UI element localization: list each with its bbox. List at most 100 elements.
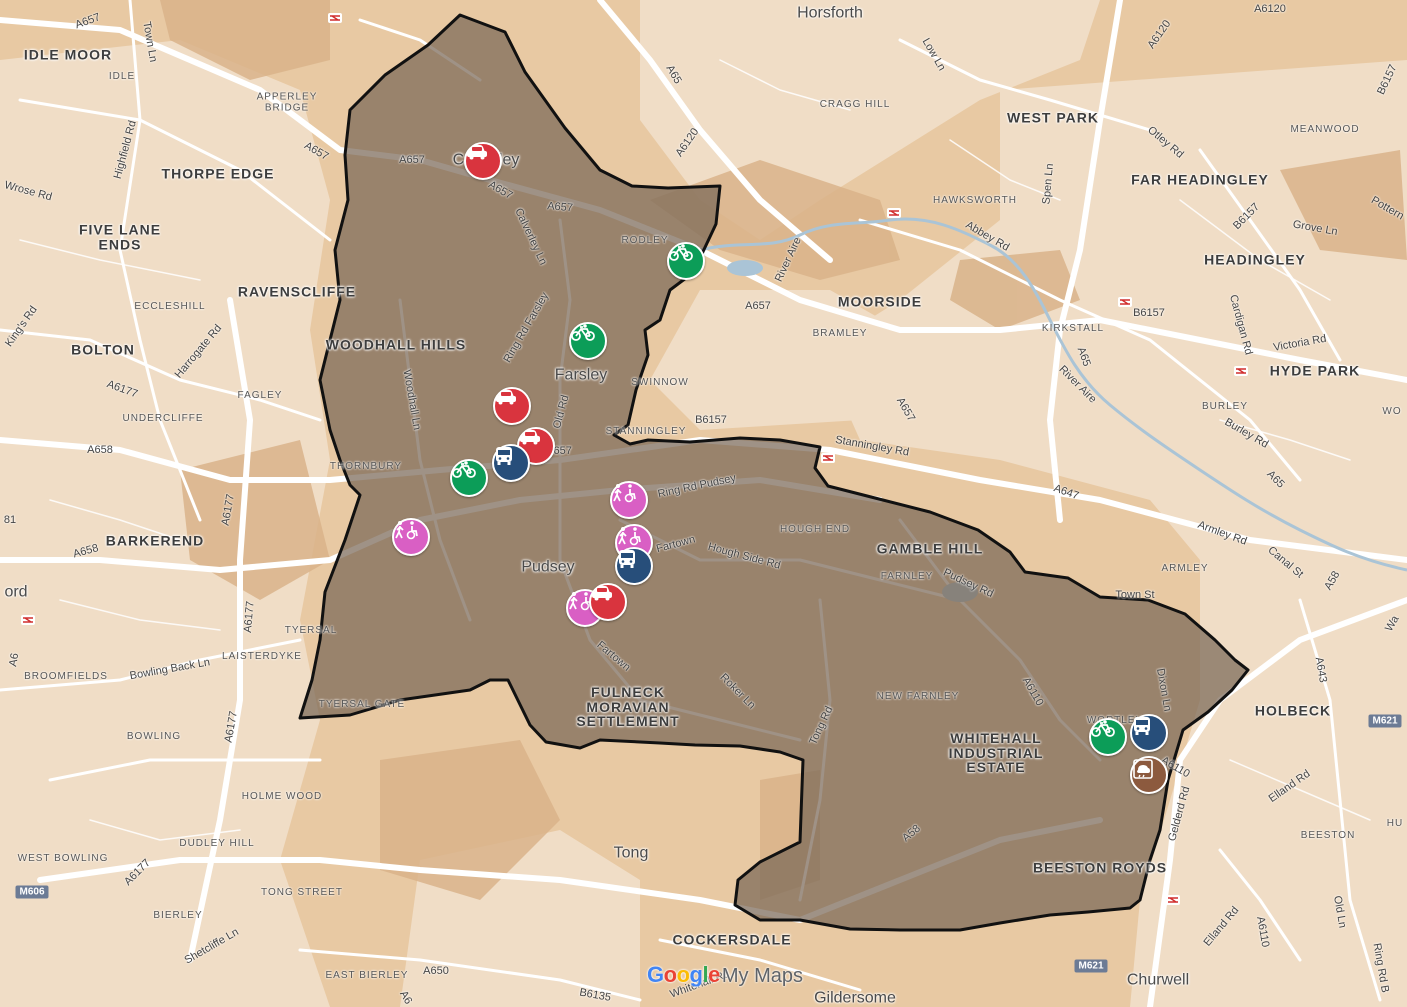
road-label-town-st: Town St [1115,589,1155,602]
place-label-undercliffe: UNDERCLIFFE [122,412,204,424]
road-label-a657-calv3: A657 [546,200,574,215]
map-marker-bike-wortley[interactable] [1089,718,1127,756]
map-marker-walk-ring-rd[interactable] [610,481,648,519]
place-label-idle-moor: IDLE MOOR [23,46,113,63]
place-label-ord: ord [4,583,28,601]
map-marker-bus-stanningley[interactable] [492,444,530,482]
road-label-b6157-s: B6157 [695,414,727,427]
rail-station-icon [21,615,35,625]
rail-station-icon [887,208,901,218]
google-letter: e [708,962,720,987]
google-letter: g [689,962,703,987]
place-label-ravenscliffe: RAVENSCLIFFE [237,283,357,300]
road-label-a6-2: A6 [7,652,22,668]
place-label-bierley: BIERLEY [153,909,203,921]
place-label-pudsey: Pudsey [521,558,575,576]
place-label-apperley-bridge: APPERLEY BRIDGE [256,91,318,113]
place-label-gildersome: Gildersome [814,989,896,1007]
place-label-cragg-hill: CRAGG HILL [819,98,891,110]
place-label-beeston-royds: BEESTON ROYDS [1032,859,1168,876]
place-label-west-bowling: WEST BOWLING [17,852,109,864]
map-marker-bus-wortley[interactable] [1130,714,1168,752]
place-label-hyde-park: HYDE PARK [1269,362,1361,379]
highlighted-area[interactable] [298,13,1250,932]
motorway-shield-m621-e: M621 [1368,714,1402,728]
place-label-new-farnley: NEW FARNLEY [876,690,960,702]
road-label-a658-w: A658 [87,444,113,457]
place-label-far-headingley: FAR HEADINGLEY [1131,171,1269,188]
place-label-fagley: FAGLEY [237,389,283,401]
map-marker-car-calverley[interactable] [464,142,502,180]
place-label-gamble-hill: GAMBLE HILL [876,540,984,557]
place-label-farnley: FARNLEY [880,570,934,582]
google-letter: o [663,962,677,987]
place-label-five-lane-ends: FIVE LANE ENDS [78,221,162,252]
place-label-tyersal: TYERSAL [284,624,338,636]
map-marker-car-farsley[interactable] [493,387,531,425]
motorway-shield-m606: M606 [15,885,49,899]
map-marker-bike-farsley[interactable] [569,322,607,360]
google-letter: o [676,962,690,987]
rail-station-icon [821,453,835,463]
place-label-swinnow: SWINNOW [631,376,689,388]
place-label-broomfields: BROOMFIELDS [24,670,108,682]
road-label-a657-mid: A657 [745,300,771,313]
place-label-dudley-hill: DUDLEY HILL [179,837,255,849]
map-marker-bike-rodley[interactable] [667,242,705,280]
place-label-rodley: RODLEY [621,234,669,246]
place-label-kirkstall: KIRKSTALL [1041,322,1105,334]
place-label-bolton: BOLTON [71,341,135,358]
place-label-tong-street: TONG STREET [261,886,343,898]
map-marker-car-pudsey[interactable] [589,583,627,621]
place-label-moorside: MOORSIDE [837,293,923,310]
place-label-west-park: WEST PARK [1007,109,1099,126]
google-letter: l [702,962,709,987]
road-label-bradford-81: 81 [3,514,17,527]
rail-station-icon [328,13,342,23]
place-label-horsforth: Horsforth [797,4,863,22]
road-label-a6120-ne2: A6120 [1254,3,1286,16]
place-label-fulneck: FULNECK MORAVIAN SETTLEMENT [576,683,680,730]
rail-station-icon [1118,297,1132,307]
place-label-tyersal-gate: TYERSAL GATE [318,698,406,710]
place-label-burley: BURLEY [1201,400,1249,412]
place-label-bowling: BOWLING [126,730,182,742]
place-label-eccleshill: ECCLESHILL [134,300,206,312]
map-marker-weather-wortley[interactable] [1130,756,1168,794]
place-label-headingley: HEADINGLEY [1204,251,1306,268]
map-marker-bus-fartown[interactable] [615,547,653,585]
place-label-hu: HU [1386,817,1404,829]
map-marker-walk-tyersal[interactable] [392,518,430,556]
rail-station-icon [1234,366,1248,376]
place-label-barkerend: BARKEREND [105,532,205,549]
road-label-a650: A650 [423,965,449,978]
place-label-tong: Tong [613,844,649,862]
place-label-woodhall-hills: WOODHALL HILLS [325,336,467,353]
place-label-wo: WO [1382,405,1402,417]
map-marker-bike-thornbury[interactable] [450,459,488,497]
place-label-hawksworth: HAWKSWORTH [933,194,1017,206]
place-label-cockersdale: COCKERSDALE [672,931,792,948]
google-wordmark: Google [647,962,720,987]
place-label-east-bierley: EAST BIERLEY [325,969,409,981]
road-label-b6157-k: B6157 [1133,307,1165,320]
my-maps-wordmark: My Maps [721,965,803,987]
rail-station-icon [1166,895,1180,905]
place-label-laisterdyke: LAISTERDYKE [222,650,302,662]
motorway-shield-m621-s: M621 [1074,959,1108,973]
place-label-idle: IDLE [108,70,136,82]
place-label-holbeck: HOLBECK [1254,702,1332,719]
place-label-thornbury: THORNBURY [329,460,403,472]
place-label-whitehall: WHITEHALL INDUSTRIAL ESTATE [948,729,1044,776]
place-label-armley: ARMLEY [1161,562,1209,574]
google-letter: G [647,962,664,987]
road-label-a657-calv: A657 [399,154,425,167]
place-label-churwell: Churwell [1126,971,1190,989]
place-label-bramley: BRAMLEY [812,327,868,339]
place-label-beeston: BEESTON [1300,829,1356,841]
place-label-farsley: Farsley [554,366,608,384]
place-label-thorpe-edge: THORPE EDGE [161,165,275,182]
